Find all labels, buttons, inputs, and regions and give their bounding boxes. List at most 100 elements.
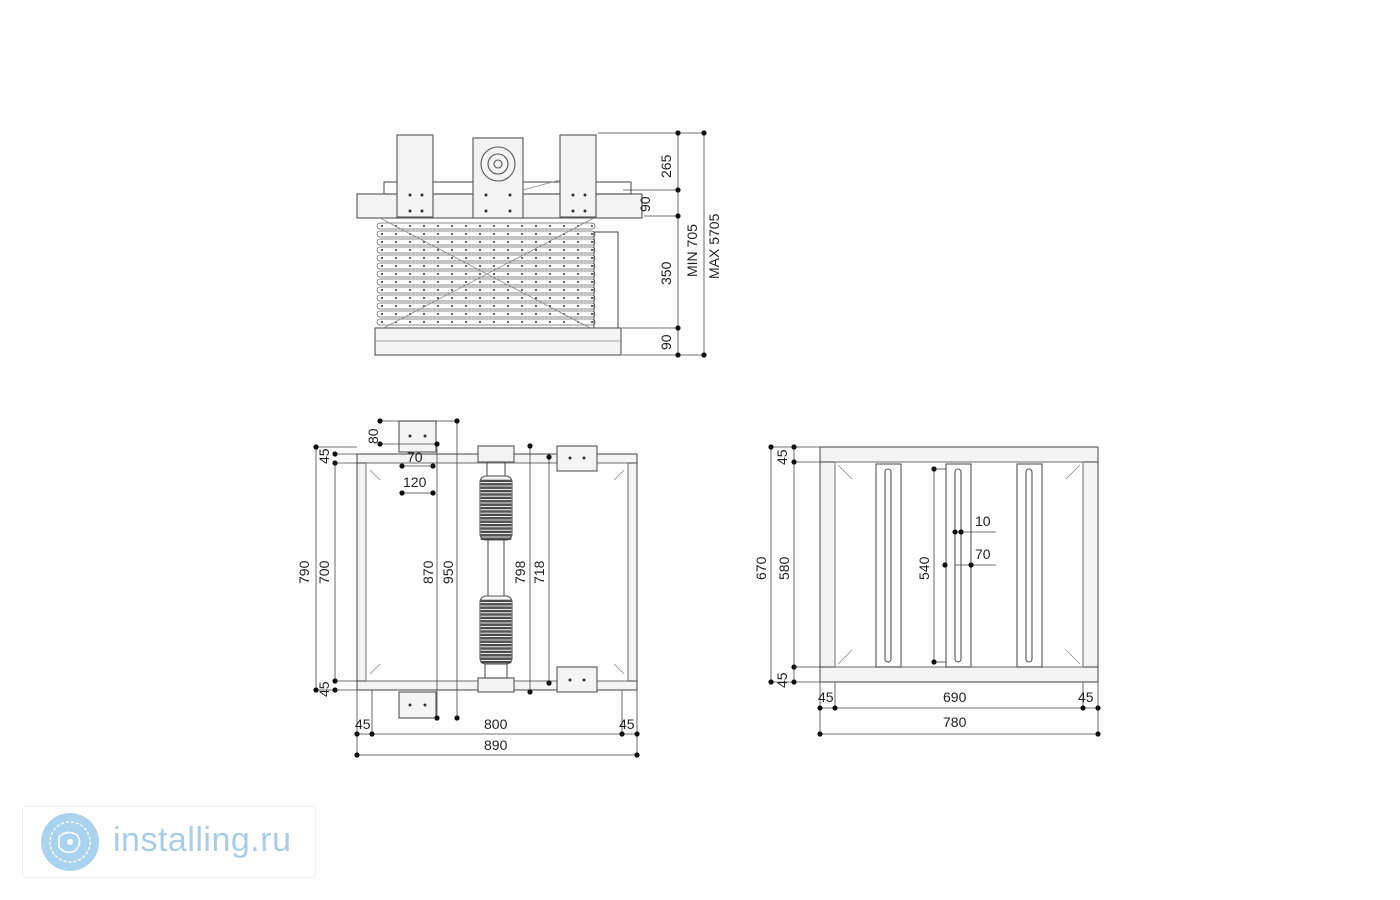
plate-rivet (591, 313, 593, 315)
plate-rivet (563, 249, 565, 251)
plate-rivet (451, 225, 453, 227)
plate-rivet (437, 321, 439, 323)
plate-rivet (451, 321, 453, 323)
plate-rivet (437, 249, 439, 251)
plate-rivet (465, 281, 467, 283)
plate-rivet (577, 241, 579, 243)
plate-rivet (507, 321, 509, 323)
plate-rivet (479, 233, 481, 235)
plate-rivet (465, 273, 467, 275)
plate-rivet (493, 289, 495, 291)
plate-rivet (493, 257, 495, 259)
plate-rivet (451, 241, 453, 243)
plate-rivet (563, 305, 565, 307)
coil-turn (480, 520, 512, 523)
plate-rivet (395, 257, 397, 259)
dim-max-5705: MAX 5705 (706, 213, 722, 279)
dim-800: 800 (484, 716, 508, 732)
plate-rivet (451, 257, 453, 259)
scissor-plate (376, 262, 596, 270)
coil-turn (480, 643, 512, 647)
plate-rivet (577, 257, 579, 259)
plate-rivet (451, 265, 453, 267)
dim-min-705: MIN 705 (684, 224, 700, 277)
plate-rivet (493, 305, 495, 307)
dim-870: 870 (420, 560, 436, 584)
bracket-bottom-left (398, 691, 437, 719)
plate-rivet (563, 289, 565, 291)
dim-540: 540 (916, 556, 932, 580)
plate-rivet (423, 257, 425, 259)
slotted-rail-1 (875, 463, 902, 668)
plate-rivet (577, 249, 579, 251)
plate-rivet (409, 265, 411, 267)
dim-950: 950 (440, 560, 456, 584)
plate-rivet (381, 321, 383, 323)
plate-rivet (423, 265, 425, 267)
plate-rivet (549, 249, 551, 251)
plate-rivet (381, 241, 383, 243)
plate-rivet (479, 321, 481, 323)
plate-rivet (451, 289, 453, 291)
plate-rivet (493, 297, 495, 299)
dim-90-top: 90 (637, 196, 653, 212)
plate-rivet (465, 305, 467, 307)
right-left-rail (819, 461, 836, 668)
actuator-bottom-cap (477, 677, 515, 693)
plate-rivet (591, 225, 593, 227)
plate-rivet (591, 273, 593, 275)
coil-turn (480, 623, 512, 626)
left-left-rail (356, 462, 367, 682)
plate-rivet (437, 265, 439, 267)
dim-70-right: 70 (975, 546, 991, 562)
plate-rivet (465, 249, 467, 251)
plate-rivet (409, 305, 411, 307)
elevation-right-bracket (559, 134, 597, 218)
plate-rivet (465, 297, 467, 299)
plate-rivet (549, 265, 551, 267)
dim-700: 700 (316, 560, 332, 584)
plate-rivet (409, 257, 411, 259)
coil-turn (480, 483, 512, 486)
plate-rivet (535, 241, 537, 243)
plate-rivet (493, 249, 495, 251)
coil-turn (480, 496, 512, 500)
plate-rivet (549, 233, 551, 235)
dim-45-left: 45 (355, 716, 371, 732)
plate-rivet (493, 281, 495, 283)
dim-580: 580 (776, 556, 792, 580)
plate-rivet (465, 321, 467, 323)
dim-780: 780 (943, 714, 967, 730)
plate-rivet (437, 225, 439, 227)
plate-rivet (563, 257, 565, 259)
plate-rivet (479, 313, 481, 315)
plate-rivet (409, 241, 411, 243)
plate-rivet (479, 273, 481, 275)
plate-rivet (591, 257, 593, 259)
plate-rivet (577, 233, 579, 235)
plate-rivet (535, 313, 537, 315)
plate-rivet (493, 225, 495, 227)
plate-rivet (451, 233, 453, 235)
plate-rivet (591, 249, 593, 251)
coil-turn (480, 640, 512, 643)
plate-rivet (493, 265, 495, 267)
scissor-plate (376, 286, 596, 294)
plate-rivet (549, 273, 551, 275)
plate-rivet (409, 273, 411, 275)
plate-rivet (591, 305, 593, 307)
plate-rivet (409, 297, 411, 299)
dim-45-top: 45 (316, 448, 332, 464)
plate-rivet (521, 289, 523, 291)
dim-80: 80 (365, 428, 381, 444)
plate-rivet (437, 273, 439, 275)
plate-rivet (591, 321, 593, 323)
left-right-rail (627, 462, 638, 682)
plate-rivet (381, 297, 383, 299)
scissor-arm (379, 217, 595, 331)
plate-rivet (465, 289, 467, 291)
plate-rivet (507, 313, 509, 315)
plate-rivet (465, 257, 467, 259)
plate-rivet (423, 289, 425, 291)
dim-670: 670 (753, 556, 769, 580)
